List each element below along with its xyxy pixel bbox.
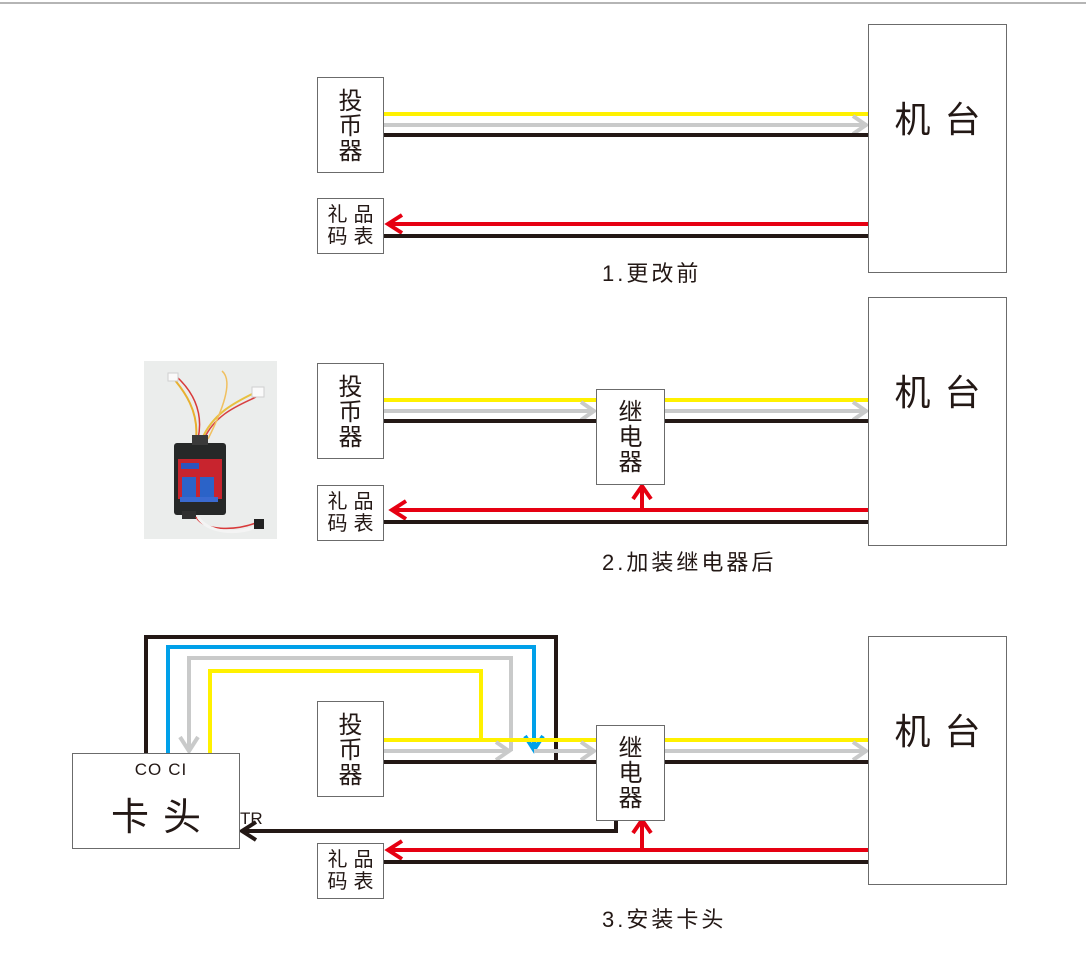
caption-number: 1. [602, 261, 627, 286]
caption-text: 更改前 [626, 262, 702, 287]
machine-label: 机台 [894, 373, 995, 414]
arrow-gray-head-out [851, 400, 870, 422]
diagram-1-caption: 1.更改前 [602, 256, 701, 288]
card-reader-ports: CO CI [132, 760, 191, 780]
caption-text: 安装卡头 [626, 908, 727, 933]
arrow-red-head [388, 499, 408, 521]
coin-acceptor-label: 器 [338, 136, 363, 165]
coin-acceptor-label: 投 [338, 86, 363, 115]
gift-meter-label: 礼品 [327, 489, 380, 513]
gift-meter-box: 礼品 码表 [317, 485, 384, 541]
relay-module-image [144, 361, 277, 539]
relay-box: 继 电 器 [596, 725, 665, 821]
card-reader-box: CO CI 卡头 [72, 753, 240, 849]
coin-acceptor-label: 器 [338, 422, 363, 451]
coin-acceptor-label: 器 [338, 760, 363, 789]
arrow-red-head [384, 213, 404, 235]
caption-text: 加装继电器后 [626, 551, 777, 576]
arrow-gray-head-2 [579, 740, 598, 762]
gift-meter-label: 码表 [327, 224, 380, 248]
arrow-gray-head [851, 114, 870, 136]
diagram-3-caption: 3.安装卡头 [602, 902, 726, 934]
coin-acceptor-box: 投 币 器 [317, 701, 384, 797]
gift-meter-label: 码表 [327, 869, 380, 893]
diagram-1-wires [384, 112, 870, 238]
coin-acceptor-label: 投 [338, 372, 363, 401]
gift-meter-label: 礼品 [327, 847, 380, 871]
arrow-red-up-head [631, 482, 653, 501]
machine-box: 机台 [868, 636, 1007, 885]
relay-box: 继 电 器 [596, 389, 665, 485]
machine-box: 机台 [868, 24, 1007, 273]
wire-gray-loop [187, 656, 513, 751]
relay-label: 继 [618, 733, 643, 762]
arrow-black-tr-head [238, 820, 258, 842]
machine-box: 机台 [868, 297, 1007, 546]
coin-acceptor-label: 币 [338, 111, 363, 140]
relay-label: 电 [618, 758, 643, 787]
coin-acceptor-label: 币 [338, 397, 363, 426]
relay-label: 器 [618, 783, 643, 812]
relay-label: 器 [618, 447, 643, 476]
wire-black-tr [242, 817, 618, 833]
gift-meter-label: 码表 [327, 511, 380, 535]
card-reader-label: 卡头 [110, 795, 215, 839]
machine-label: 机台 [894, 712, 995, 753]
diagram-2-caption: 2.加装继电器后 [602, 545, 776, 577]
wire-black-loop [144, 635, 558, 762]
wire-yellow-loop [208, 669, 483, 753]
top-border-line [0, 2, 1086, 4]
diagram-3-wires [144, 635, 870, 864]
tr-port-label: TR [240, 809, 263, 828]
coin-acceptor-label: 币 [338, 735, 363, 764]
gift-meter-label: 礼品 [327, 202, 380, 226]
caption-number: 3. [602, 907, 627, 932]
relay-label: 电 [618, 422, 643, 451]
coin-acceptor-box: 投 币 器 [317, 77, 384, 173]
gift-meter-box: 礼品 码表 [317, 198, 384, 254]
port-co-label: CO [134, 760, 163, 779]
relay-module-photo [144, 361, 277, 539]
wire-blue-loop [166, 645, 536, 753]
diagram-2-wires [384, 398, 870, 524]
arrow-gray-head [494, 740, 513, 762]
arrow-red-head [384, 839, 404, 861]
coin-acceptor-box: 投 币 器 [317, 363, 384, 459]
arrow-gray-head-out [851, 740, 870, 762]
machine-label: 机台 [894, 100, 995, 141]
caption-number: 2. [602, 550, 627, 575]
arrow-gray-loop-head [178, 735, 200, 755]
coin-acceptor-label: 投 [338, 710, 363, 739]
port-ci-label: CI [168, 760, 188, 779]
relay-label: 继 [618, 397, 643, 426]
gift-meter-box: 礼品 码表 [317, 843, 384, 899]
arrow-gray-head [579, 400, 598, 422]
